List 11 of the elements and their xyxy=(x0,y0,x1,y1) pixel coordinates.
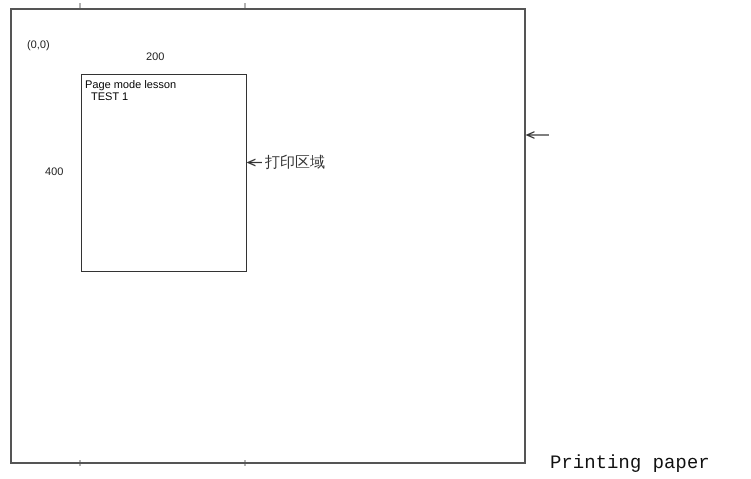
paper-sheet xyxy=(10,8,526,464)
dimension-label: 400 xyxy=(45,166,64,178)
box-text: TEST 1 xyxy=(90,91,130,103)
origin-label: (0,0) xyxy=(27,39,50,51)
arrow xyxy=(247,158,262,166)
arrow xyxy=(526,131,549,139)
area-label: 打印区域 xyxy=(265,153,325,172)
print-area-box xyxy=(81,74,247,272)
paper-caption: Printing paper xyxy=(550,452,710,474)
box-heading: Page mode lesson xyxy=(85,79,178,91)
dimension-label: 200 xyxy=(146,51,164,63)
